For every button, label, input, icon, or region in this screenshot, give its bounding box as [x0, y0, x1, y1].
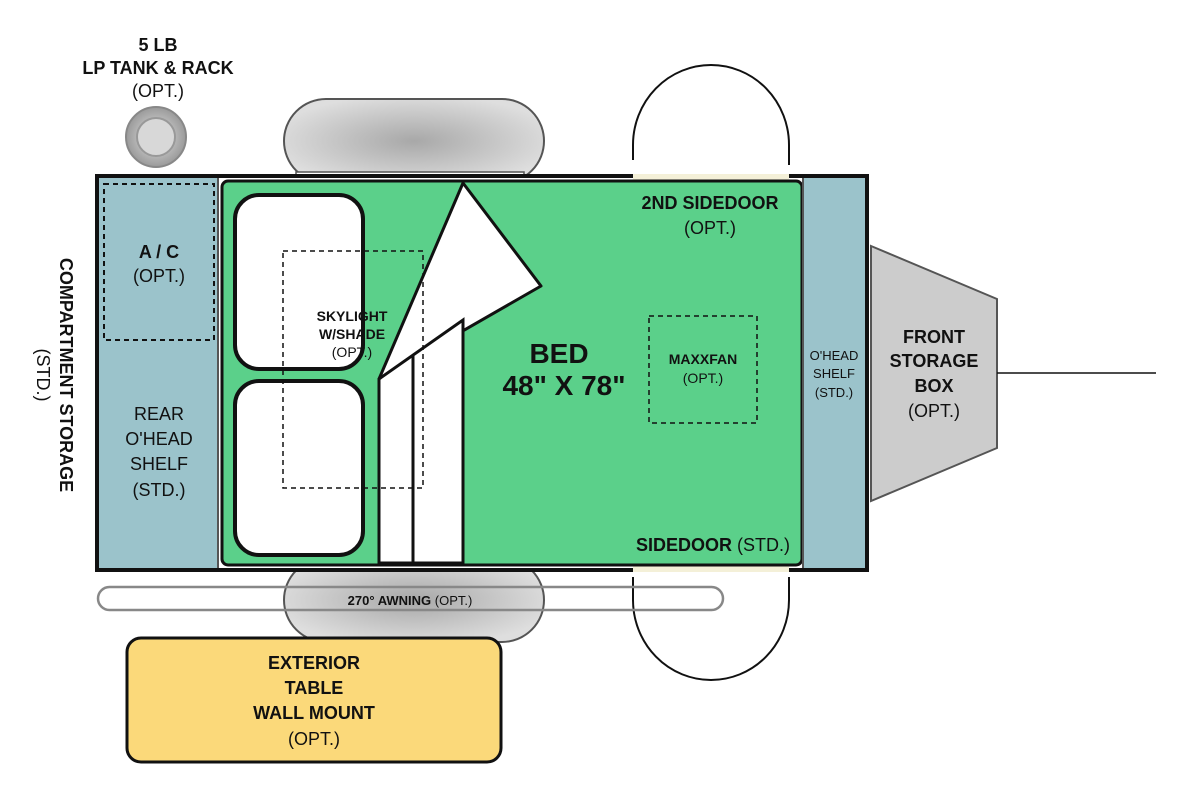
rear-shelf-line1: REAR [134, 404, 184, 424]
skylight-opt: (OPT.) [332, 344, 372, 360]
cabinet-upper [233, 193, 365, 371]
exterior-table [125, 636, 503, 764]
maxxfan-title: MAXXFAN [669, 351, 737, 367]
skylight-line1: SKYLIGHT [317, 308, 388, 324]
compartment-storage-std: (STD.) [33, 349, 53, 402]
front-box-line2: STORAGE [890, 351, 979, 371]
second-sidedoor-swing [632, 64, 790, 165]
front-box-line1: FRONT [903, 327, 965, 347]
second-sidedoor-title: 2ND SIDEDOOR [641, 193, 778, 213]
awning-title: 270° AWNING [348, 593, 431, 608]
skylight-line2: W/SHADE [319, 326, 385, 342]
sidedoor-title: SIDEDOOR [636, 535, 732, 555]
bed-line1: BED [529, 338, 588, 369]
sidedoor-label: SIDEDOOR (STD.) [636, 535, 790, 555]
folding-leg [377, 317, 465, 565]
cabinet-lower [233, 379, 365, 557]
lp-tank-line1: 5 LB [138, 35, 177, 55]
sidedoor-std: (STD.) [732, 535, 790, 555]
rear-shelf-area [99, 178, 217, 568]
front-shelf-line2: SHELF [813, 366, 855, 381]
maxxfan-opt: (OPT.) [683, 370, 723, 386]
ac-opt: (OPT.) [133, 266, 185, 286]
table-line1: EXTERIOR [268, 653, 360, 673]
second-sidedoor-opt: (OPT.) [684, 218, 736, 238]
maxxfan [648, 315, 758, 424]
lp-tank-opt: (OPT.) [132, 81, 184, 101]
awning [96, 585, 725, 612]
ac-title: A / C [139, 242, 179, 262]
front-box-opt: (OPT.) [908, 401, 960, 421]
front-shelf-line1: O'HEAD [810, 348, 859, 363]
rear-shelf-line2: O'HEAD [125, 429, 192, 449]
front-shelf [803, 178, 865, 568]
rear-shelf-line3: SHELF [130, 454, 188, 474]
second-sidedoor-opening [633, 174, 789, 180]
compartment-storage-label: COMPARTMENT STORAGE [56, 258, 76, 492]
bed-line2: 48" X 78" [502, 370, 625, 401]
rear-shelf-line4: (STD.) [133, 480, 186, 500]
top-tire [283, 98, 545, 184]
sidedoor-swing [632, 577, 790, 681]
awning-opt: (OPT.) [431, 593, 472, 608]
table-opt: (OPT.) [288, 729, 340, 749]
lp-tank-line2: LP TANK & RACK [82, 58, 233, 78]
table-line3: WALL MOUNT [253, 703, 375, 723]
front-shelf-line3: (STD.) [815, 385, 853, 400]
ac-unit [103, 183, 215, 341]
front-storage-box [870, 244, 998, 503]
table-line2: TABLE [285, 678, 344, 698]
awning-label: 270° AWNING (OPT.) [348, 593, 473, 608]
lp-tank-icon [125, 106, 187, 168]
sidedoor-opening [633, 566, 789, 572]
front-box-line3: BOX [914, 376, 953, 396]
